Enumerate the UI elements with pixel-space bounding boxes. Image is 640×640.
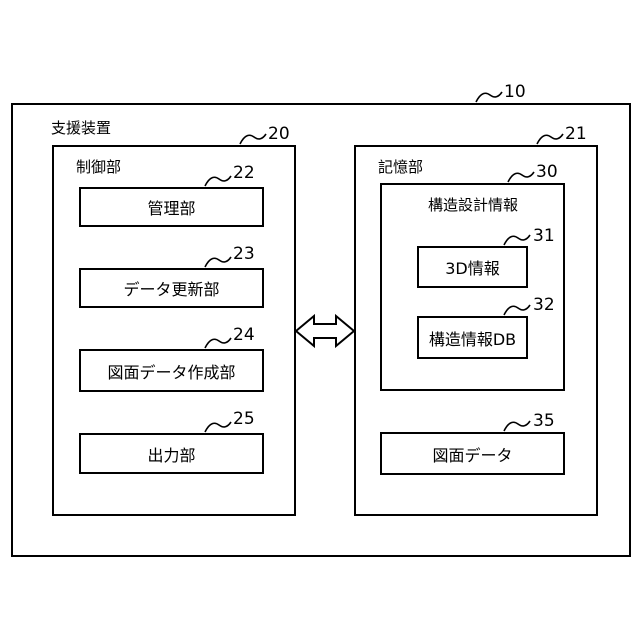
leader-21: [537, 134, 563, 144]
leader-30: [508, 172, 534, 182]
leader-25: [205, 422, 231, 432]
leader-31: [504, 235, 530, 245]
leader-24: [205, 338, 231, 348]
leader-10: [476, 92, 502, 102]
leader-23: [205, 257, 231, 267]
leader-20: [240, 134, 266, 144]
leader-32: [504, 305, 530, 315]
leader-22: [205, 176, 231, 186]
leader-35: [504, 421, 530, 431]
bidirectional-arrow-icon: [296, 316, 354, 346]
